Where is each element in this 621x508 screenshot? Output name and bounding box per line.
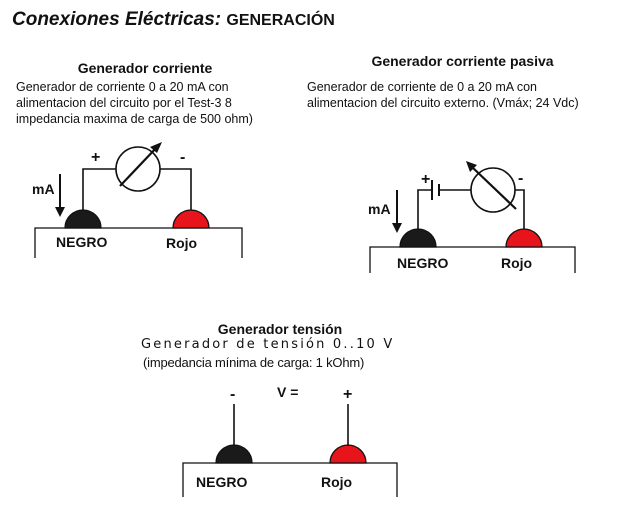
- voltage-generator-diagram: - V = + NEGRO Rojo: [182, 384, 398, 497]
- red-terminal-label: Rojo: [501, 255, 532, 271]
- red-terminal-label: Rojo: [321, 474, 352, 490]
- passive-generator-title: Generador corriente pasiva: [371, 53, 554, 69]
- page-title: Conexiones Eléctricas: GENERACIÓN: [12, 9, 335, 31]
- black-terminal: [399, 228, 437, 248]
- current-unit-label: mA: [368, 201, 391, 217]
- current-unit-label: mA: [32, 181, 55, 197]
- voltage-generator-description: Generador de tensión 0..10 V: [141, 337, 395, 352]
- black-terminal: [215, 444, 253, 464]
- wire: [515, 189, 525, 229]
- black-terminal-label: NEGRO: [397, 255, 448, 271]
- black-terminal-label: NEGRO: [56, 234, 107, 250]
- device-outline: [369, 246, 576, 273]
- passive-generator-description: Generador de corriente de 0 a 20 mA con …: [307, 80, 579, 110]
- red-terminal: [505, 228, 543, 248]
- black-terminal-label: NEGRO: [196, 474, 247, 490]
- minus-sign: -: [230, 386, 235, 403]
- current-generator-title: Generador corriente: [77, 60, 213, 76]
- plus-sign: +: [343, 386, 352, 403]
- voltage-label: V =: [277, 384, 298, 400]
- ammeter-icon: [466, 161, 517, 213]
- plus-sign: +: [421, 171, 430, 188]
- device-outline: [34, 227, 243, 258]
- ammeter-icon: [115, 142, 162, 192]
- plus-sign: +: [91, 149, 100, 166]
- title-separator: :: [214, 9, 222, 30]
- current-generator-description: Generador de corriente 0 a 20 mA con ali…: [16, 80, 253, 126]
- minus-sign: -: [518, 170, 523, 187]
- voltage-generator-title: Generador tensión: [217, 321, 343, 337]
- black-terminal: [64, 209, 102, 229]
- passive-generator-diagram: mA + - NEGRO Rojo: [368, 161, 576, 273]
- voltage-generator-load: (impedancia mínima de carga: 1 kOhm): [143, 355, 365, 370]
- red-terminal: [172, 209, 210, 229]
- wire: [82, 168, 116, 210]
- title-subtitle: GENERACIÓN: [226, 12, 335, 29]
- red-terminal: [329, 444, 367, 464]
- title-main: Conexiones Eléctricas: [12, 9, 215, 30]
- wire: [417, 189, 432, 229]
- minus-sign: -: [180, 149, 185, 166]
- device-outline: [182, 462, 398, 497]
- wire: [160, 168, 192, 210]
- battery-icon: [431, 180, 440, 200]
- current-generator-diagram: mA + - NEGRO Rojo: [32, 142, 243, 258]
- red-terminal-label: Rojo: [166, 235, 197, 251]
